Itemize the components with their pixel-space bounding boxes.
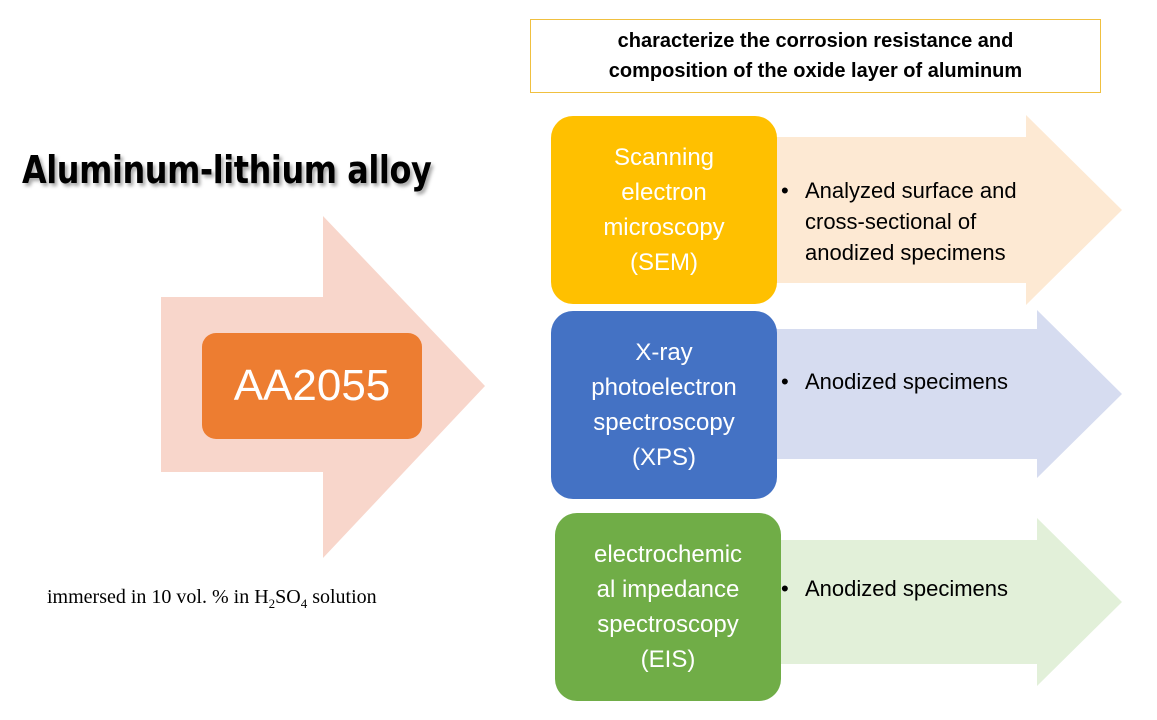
objective-line-2: composition of the oxide layer of alumin… xyxy=(608,60,1023,82)
method-line: microscopy xyxy=(603,214,725,241)
method-line: Scanning xyxy=(613,144,715,171)
sem-description: • Analyzed surface and cross-sectional o… xyxy=(781,175,1081,268)
sem-arrow xyxy=(772,115,1122,305)
bullet-icon: • xyxy=(781,576,789,601)
method-xps-box: X-ray photoelectron spectroscopy (XPS) xyxy=(551,311,777,499)
method-line: electrochemic xyxy=(593,541,743,568)
method-line: X-ray xyxy=(635,339,693,366)
alloy-title: Aluminum-lithium alloy xyxy=(22,148,432,192)
alloy-name: AA2055 xyxy=(233,361,391,410)
condition-prefix: immersed in 10 vol. % in H xyxy=(47,586,269,608)
method-line: spectroscopy xyxy=(597,611,739,638)
condition-sub-2: 2 xyxy=(268,596,276,611)
condition-suffix: solution xyxy=(307,586,377,608)
method-line: al impedance xyxy=(596,576,740,603)
method-line: (XPS) xyxy=(631,444,696,471)
method-line: (SEM) xyxy=(630,249,698,276)
eis-arrow xyxy=(776,518,1122,686)
objective-line-1: characterize the corrosion resistance an… xyxy=(617,30,1014,52)
alloy-name-box: AA2055 xyxy=(202,333,422,439)
method-sem-box: Scanning electron microscopy (SEM) xyxy=(551,116,777,304)
xps-description: • Anodized specimens xyxy=(781,366,1081,397)
condition-sub-4: 4 xyxy=(300,596,308,611)
eis-description: • Anodized specimens xyxy=(781,573,1081,604)
xps-arrow xyxy=(772,310,1122,478)
method-line: (EIS) xyxy=(640,646,696,673)
description-line: cross-sectional of xyxy=(805,209,977,234)
method-eis-box: electrochemic al impedance spectroscopy … xyxy=(555,513,781,701)
condition-mid: SO xyxy=(275,586,301,608)
bullet-icon: • xyxy=(781,178,789,203)
method-line: spectroscopy xyxy=(593,409,735,436)
description-line: Anodized specimens xyxy=(805,369,1009,394)
bullet-icon: • xyxy=(781,369,789,394)
description-line: Anodized specimens xyxy=(805,576,1009,601)
description-line: anodized specimens xyxy=(805,240,1006,265)
objective-box: characterize the corrosion resistance an… xyxy=(530,19,1101,93)
method-line: electron xyxy=(621,179,707,206)
immersion-condition: immersed in 10 vol. % in H2SO4 solution xyxy=(47,586,377,612)
method-line: photoelectron xyxy=(591,374,737,401)
description-line: Analyzed surface and xyxy=(805,178,1017,203)
